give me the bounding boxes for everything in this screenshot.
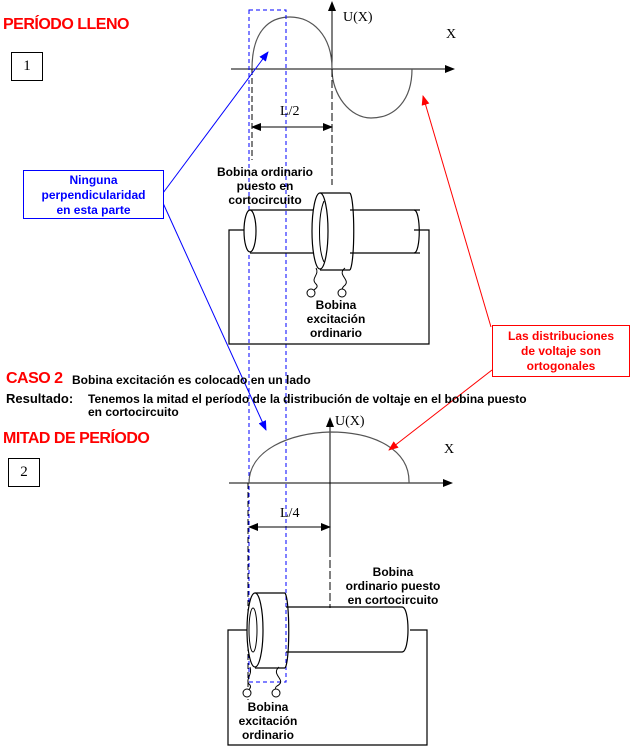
callout-line: perpendicularidad bbox=[41, 188, 146, 202]
callout-line: Las distribuciones bbox=[507, 329, 615, 343]
coil-label-line: cortocircuito bbox=[228, 193, 302, 207]
callout-line: en esta parte bbox=[56, 203, 131, 217]
coil-label-line: en cortocircuito bbox=[347, 593, 439, 607]
terminal-left bbox=[306, 288, 316, 298]
result-text-line1: Tenemos la mitad el período de la distri… bbox=[88, 392, 527, 406]
voltage-curve-positive bbox=[251, 16, 333, 70]
red-arrow-down bbox=[388, 369, 493, 451]
voltage-curve-negative bbox=[331, 68, 413, 119]
section1-number-box: 1 bbox=[11, 52, 43, 81]
section2-title: MITAD DE PERÍODO bbox=[3, 430, 150, 447]
callout-line: ortogonales bbox=[526, 359, 596, 373]
exciter-label-line: excitación bbox=[238, 714, 298, 728]
section2-y-axis-label: U(X) bbox=[335, 414, 365, 429]
exciter-label-line: ordinario bbox=[241, 728, 294, 742]
case-label: CASO 2 bbox=[6, 370, 63, 387]
graph-half-period bbox=[229, 417, 453, 700]
exciter-label-line: ordinario bbox=[309, 326, 362, 340]
short-circuit-wire-2 bbox=[227, 629, 428, 746]
coil-assembly-1 bbox=[228, 192, 430, 345]
coil-label-line: Bobina bbox=[372, 565, 414, 579]
case-description: Bobina excitación es colocado en un lado bbox=[72, 373, 311, 387]
section1-title: PERÍODO LLENO bbox=[3, 16, 129, 33]
exciter-label-line: excitación bbox=[306, 312, 366, 326]
callout-line: de voltaje son bbox=[520, 344, 602, 358]
section2-coil-label: Bobina ordinario puesto en cortocircuito bbox=[338, 565, 448, 607]
section2-number-box: 2 bbox=[8, 458, 40, 487]
terminal-right bbox=[337, 288, 347, 298]
red-arrow-up bbox=[421, 95, 492, 328]
section1-exciter-label: Bobina excitación ordinario bbox=[296, 298, 376, 340]
result-label: Resultado: bbox=[6, 391, 74, 406]
cylinder-end-left bbox=[243, 209, 257, 253]
exciter-label-line: Bobina bbox=[247, 700, 289, 714]
exciter-lead-left bbox=[311, 267, 318, 293]
exciter-label-line: Bobina bbox=[315, 298, 357, 312]
section2-x-axis-label: X bbox=[444, 442, 455, 457]
graph-full-period bbox=[231, 1, 455, 185]
callout-no-perpendicularity: Ninguna perpendicularidad en esta parte bbox=[23, 170, 164, 219]
coil-assembly-2 bbox=[227, 592, 428, 746]
callout-line: Ninguna bbox=[69, 173, 118, 187]
callout-orthogonal-distributions: Las distribuciones de voltaje son ortogo… bbox=[492, 325, 630, 377]
voltage-curve-half bbox=[248, 431, 410, 484]
result-text-line2: en cortocircuito bbox=[88, 405, 179, 419]
coil-label-line: Bobina ordinario bbox=[217, 165, 313, 179]
exciter-lead-right bbox=[341, 267, 347, 293]
section1-dimension-label: L/2 bbox=[280, 104, 300, 119]
coil-label-line: ordinario puesto bbox=[345, 579, 441, 593]
terminal-left-2 bbox=[242, 688, 252, 698]
terminal-right-2 bbox=[271, 688, 281, 698]
blue-arrow-up bbox=[162, 51, 269, 194]
short-circuit-wire-1 bbox=[228, 229, 430, 345]
section1-x-axis-label: X bbox=[446, 27, 457, 42]
section1-y-axis-label: U(X) bbox=[343, 10, 373, 25]
section2-exciter-label: Bobina excitación ordinario bbox=[228, 700, 308, 742]
blue-arrow-down bbox=[162, 202, 267, 431]
blue-dashed-zone bbox=[248, 9, 287, 683]
section1-coil-label: Bobina ordinario puesto en cortocircuito bbox=[205, 165, 325, 207]
section2-dimension-label: L/4 bbox=[280, 506, 300, 521]
coil-label-line: puesto en bbox=[236, 179, 294, 193]
